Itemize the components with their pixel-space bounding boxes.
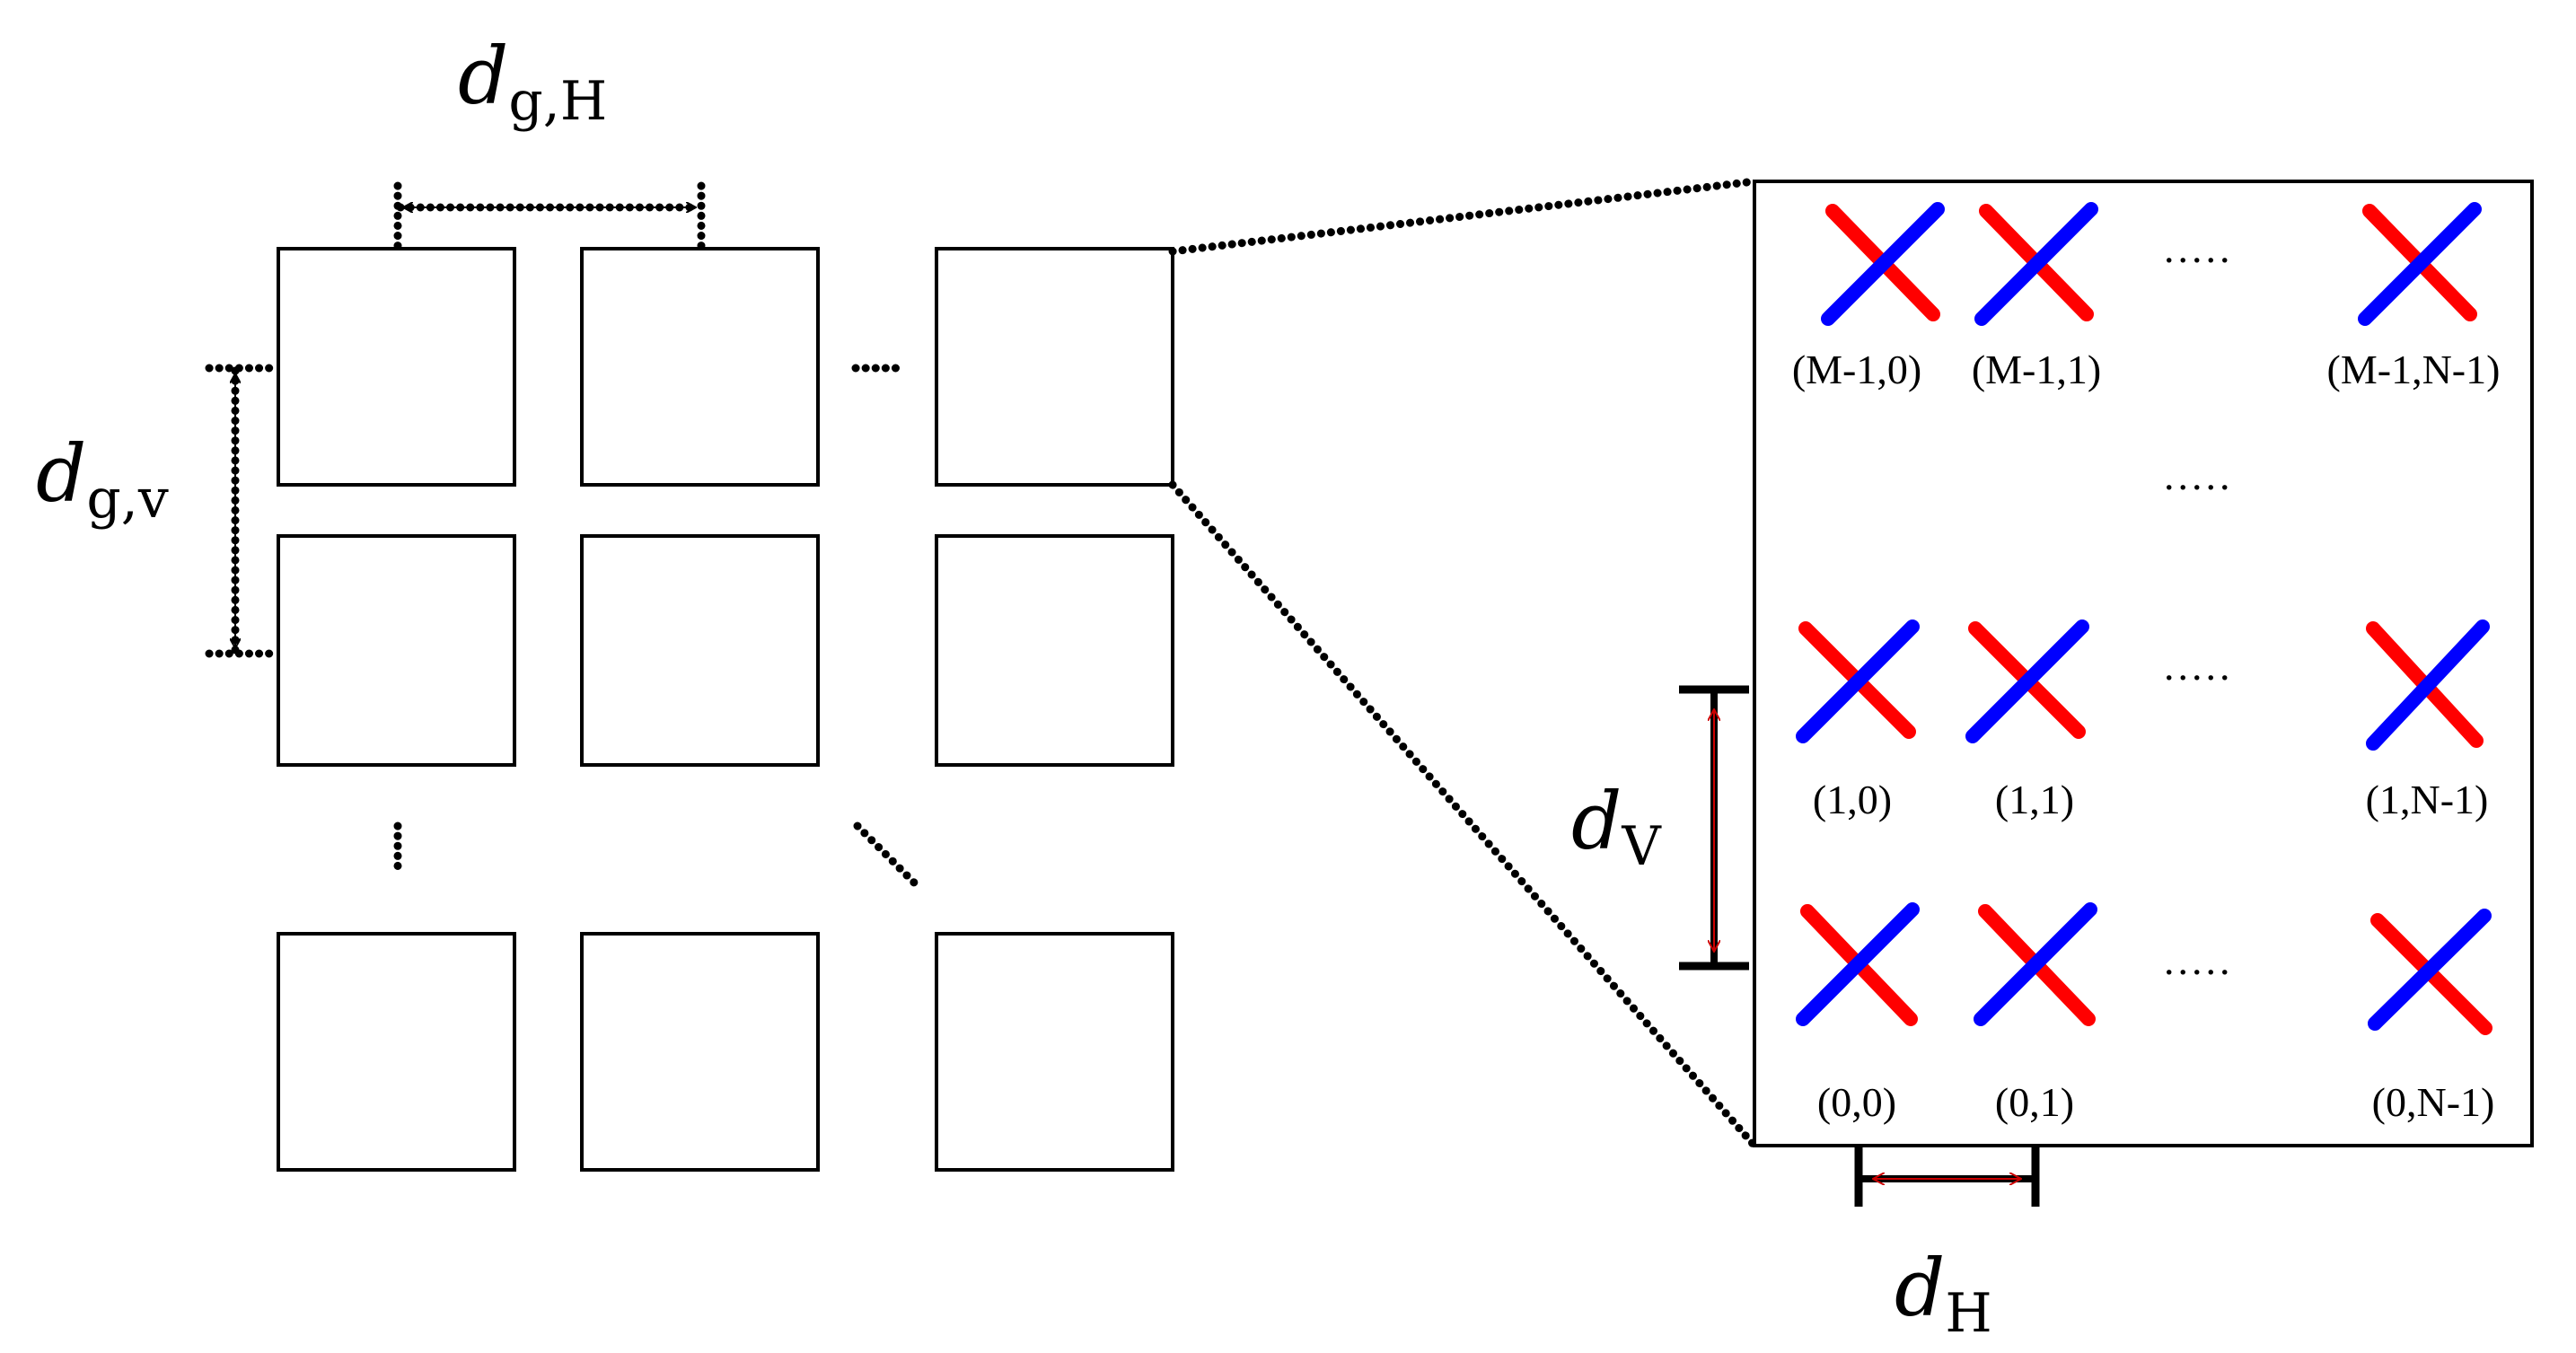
subarray-grid <box>277 247 1174 1172</box>
antenna-element <box>1821 202 1945 326</box>
element-labels: (M-1,0) (M-1,1) (M-1,N-1) (1,0) (1,1) (1… <box>1792 347 2501 1125</box>
element-label: (M-1,1) <box>1972 347 2101 392</box>
ellipsis-text: ..... <box>2164 225 2234 271</box>
dV-label: dV <box>1571 775 1662 878</box>
antenna-element <box>1965 619 2089 743</box>
antenna-element <box>2366 619 2490 751</box>
subarray-block <box>580 932 820 1172</box>
element-label: (1,0) <box>1813 777 1892 822</box>
dgV-label: dg,v <box>36 427 169 531</box>
antenna-element <box>1796 902 1920 1026</box>
element-label: (0,N-1) <box>2372 1079 2495 1125</box>
dgV-dimension: dg,v <box>36 364 281 658</box>
ellipsis-text: ..... <box>2164 452 2234 498</box>
element-label: (M-1,0) <box>1792 347 1921 392</box>
dV-dimension: dV <box>1571 685 1749 971</box>
subarray-block <box>277 534 516 767</box>
subarray-block <box>580 534 820 767</box>
subarray-block <box>935 247 1174 487</box>
element-label: (0,1) <box>1995 1079 2074 1125</box>
subarray-block <box>935 932 1174 1172</box>
dH-label: dH <box>1895 1242 1992 1345</box>
antenna-element <box>1974 202 2098 326</box>
ellipsis-text: ..... <box>2164 643 2234 689</box>
dgH-label: dg,H <box>458 30 607 133</box>
diagonal-continuation <box>853 821 919 887</box>
zoom-connector <box>1168 177 1759 1150</box>
dgH-dimension: dg,H <box>393 30 706 258</box>
element-label: (1,1) <box>1995 777 2074 822</box>
grid-continuation-dots <box>393 364 919 887</box>
element-label: (1,N-1) <box>2366 777 2489 822</box>
element-ellipses: ..... ..... ..... ..... <box>2164 225 2234 983</box>
dH-dimension: dH <box>1854 1147 2040 1345</box>
antenna-element <box>1974 902 2097 1026</box>
element-label: (0,0) <box>1817 1079 1896 1125</box>
subarray-block <box>277 932 516 1172</box>
subarray-block <box>277 247 516 487</box>
subarray-block <box>580 247 820 487</box>
ellipsis-text: ..... <box>2164 937 2234 983</box>
antenna-element <box>1796 619 1920 743</box>
antenna-element <box>2368 909 2492 1035</box>
antenna-element <box>2358 202 2482 326</box>
antenna-elements <box>1796 202 2492 1035</box>
subarray-block <box>935 534 1174 767</box>
element-label: (M-1,N-1) <box>2327 347 2501 392</box>
